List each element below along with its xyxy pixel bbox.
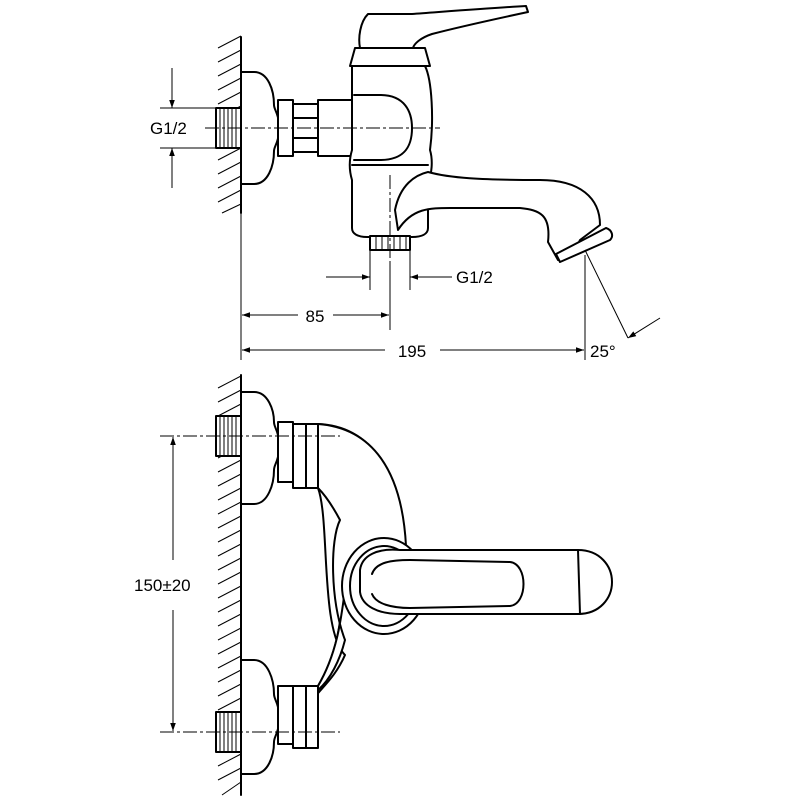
dim-inlet-thread: G1/2 [150,68,216,188]
dim-195: 195 [242,255,586,361]
lever-side [358,5,529,49]
dim-outlet-thread-label: G1/2 [456,268,493,287]
inlet-lower-top [215,659,319,775]
dim-195-label: 195 [398,342,426,361]
dim-angle-label: 25° [590,342,616,361]
lever-top [359,548,613,615]
aerator-side [555,227,614,263]
cartridge-cap-side [349,47,431,67]
top-view: 150±20 [134,374,613,796]
lever-top-inner [371,559,525,609]
dim-85-label: 85 [306,307,325,326]
dim-inlet-thread-label: G1/2 [150,119,187,138]
dim-150: 150±20 [134,437,191,731]
dim-150-label: 150±20 [134,576,191,595]
dim-85: 85 [240,213,391,360]
side-view: G1/2 G1/2 85 195 25° [150,5,661,361]
dim-outlet-thread: G1/2 [326,250,493,290]
dim-angle: 25° [584,249,661,361]
